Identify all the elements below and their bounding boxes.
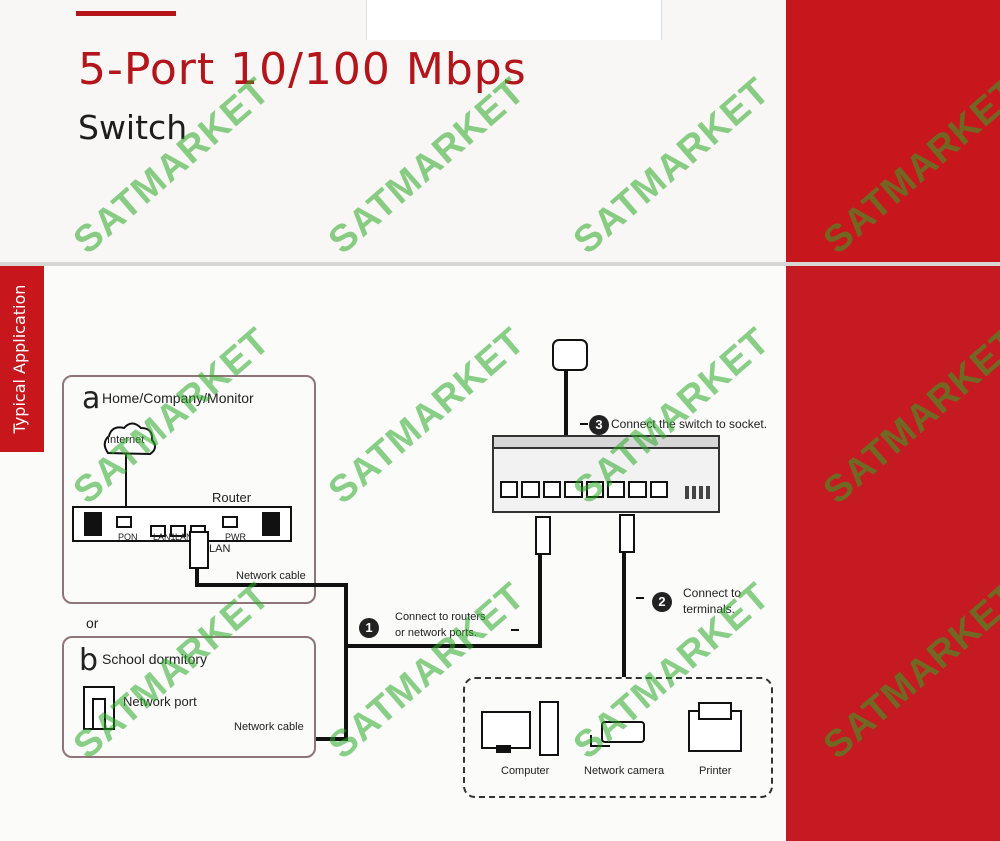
step-2-badge: 2: [652, 592, 672, 612]
switch-port: [628, 481, 647, 498]
section-b-title: School dormitory: [102, 651, 208, 667]
or-label: or: [86, 615, 99, 631]
switch-port: [564, 481, 583, 498]
bottom-cable-label: Network cable: [234, 721, 304, 733]
router-label: Router: [212, 490, 252, 505]
accent-line: [76, 11, 176, 16]
network-plug-icon: [92, 698, 106, 730]
step-2-text: Connect to terminals.: [683, 586, 742, 616]
computer-tower-icon: [539, 701, 559, 756]
adapter-icon: [552, 339, 588, 371]
red-panel-top: [786, 0, 1000, 262]
switch-icon: [492, 447, 720, 513]
printer-icon: [688, 710, 742, 752]
switch-port: [500, 481, 519, 498]
router-port-lan1: LAN1: [153, 532, 176, 542]
terminal-label-computer: Computer: [501, 765, 550, 777]
lan-plug-icon: [189, 531, 209, 569]
side-tab: [0, 266, 44, 452]
camera-icon: [601, 721, 645, 743]
camera-mount-icon: [590, 735, 610, 747]
vent: [706, 486, 710, 499]
router-icon: [72, 506, 292, 542]
switch-cable-plug-2: [619, 514, 635, 553]
switch-port: [521, 481, 540, 498]
step-3-text: Connect the switch to socket.: [611, 417, 768, 431]
side-tab-label: Typical Application: [10, 284, 29, 434]
switch-vents: [685, 486, 713, 499]
top-strip: [366, 0, 662, 40]
switch-port: [542, 481, 562, 498]
router-port-pwr: PWR: [225, 532, 246, 542]
top-cable-label: Network cable: [236, 570, 306, 582]
vent: [685, 486, 689, 499]
panel-divider: [0, 262, 1000, 266]
router-port-pon: PON: [118, 532, 138, 542]
lan-port-2: [170, 525, 186, 537]
cloud-label: Internet: [107, 434, 145, 446]
lan-label: LAN: [209, 543, 231, 555]
computer-stand-icon: [496, 745, 511, 753]
page-title: 5-Port 10/100 Mbps: [78, 44, 527, 95]
header-panel: [0, 0, 786, 262]
terminal-label-printer: Printer: [699, 765, 732, 777]
step-1-text: Connect to routers or network ports.: [395, 611, 486, 639]
switch-port: [585, 481, 604, 498]
power-port: [222, 516, 238, 528]
page-subtitle: Switch: [78, 108, 188, 147]
switch-port: [649, 481, 668, 498]
router-port-lan2: LAN2: [175, 532, 198, 542]
switch-port: [606, 481, 626, 498]
step-1-badge: 1: [359, 618, 379, 638]
section-b-letter: b: [79, 643, 99, 678]
computer-icon: [481, 711, 531, 749]
printer-top-icon: [698, 702, 732, 720]
pon-port: [116, 516, 132, 528]
terminal-label-camera: Network camera: [584, 765, 665, 777]
red-panel-bottom: [786, 266, 1000, 841]
vent: [699, 486, 703, 499]
vent: [692, 486, 696, 499]
switch-ports: [500, 481, 668, 499]
section-a-letter: a: [82, 381, 101, 416]
lan-ports: [150, 517, 210, 537]
network-port-label: Network port: [123, 694, 197, 709]
switch-cable-plug-1: [535, 516, 551, 555]
lan-port-1: [150, 525, 166, 537]
step-3-badge: 3: [589, 415, 609, 435]
section-a-title: Home/Company/Monitor: [102, 390, 254, 406]
